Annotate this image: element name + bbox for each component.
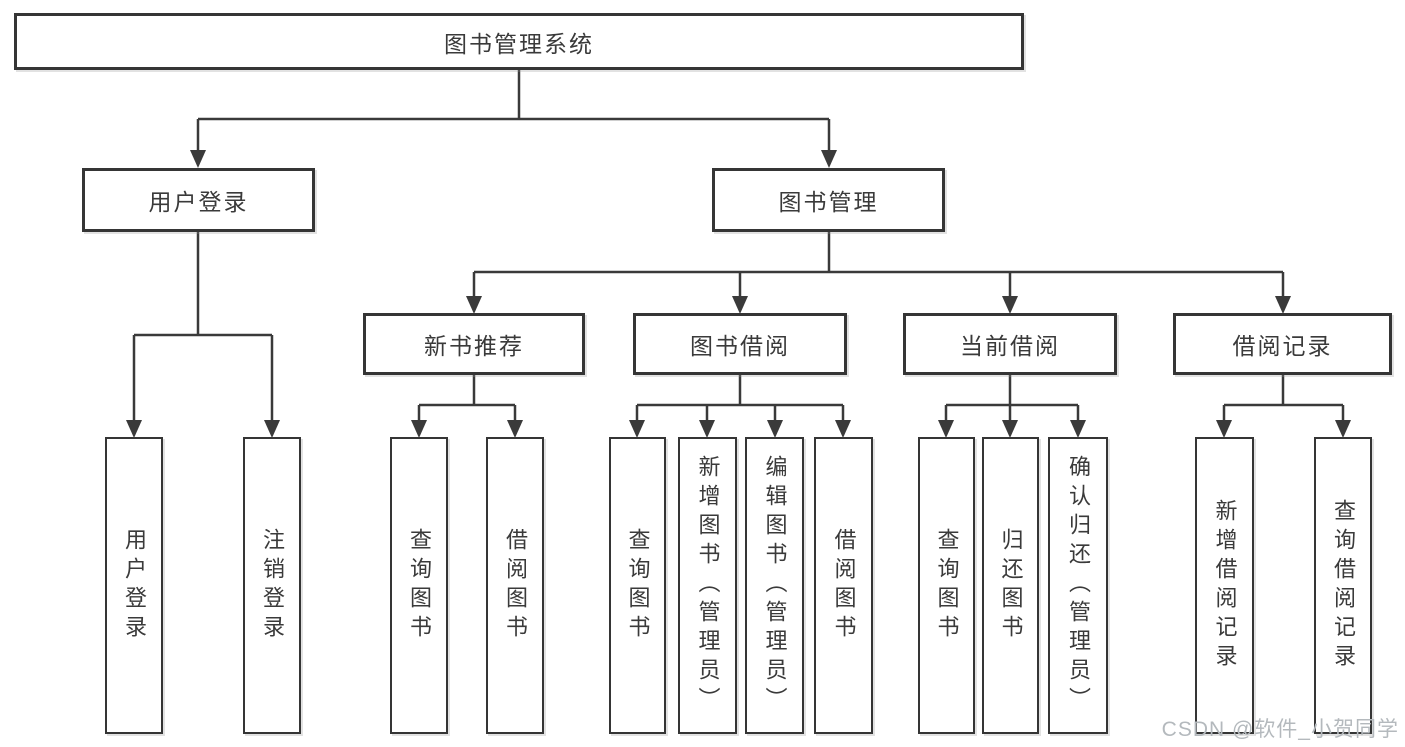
node-user-login: 用户登录	[82, 168, 315, 232]
leaf-confirm-return-admin: 确认归还（管理员）	[1048, 437, 1108, 734]
leaf-user-login-label: 用户登录	[122, 527, 147, 644]
leaf-confirm-return-admin-label: 确认归还（管理员）	[1066, 455, 1091, 716]
node-library-system-label: 图书管理系统	[444, 30, 594, 57]
leaf-query-books-3-label: 查询图书	[934, 527, 960, 644]
leaf-add-borrow-record: 新增借阅记录	[1195, 437, 1254, 734]
leaf-logout: 注销登录	[243, 437, 301, 734]
leaf-borrow-books-1: 借阅图书	[486, 437, 544, 734]
leaf-logout-label: 注销登录	[260, 527, 285, 644]
leaf-query-books-3: 查询图书	[918, 437, 975, 734]
csdn-watermark: CSDN @软件_小贺同学	[1161, 718, 1399, 741]
leaf-user-login: 用户登录	[105, 437, 163, 734]
node-library-system: 图书管理系统	[14, 13, 1024, 70]
node-new-book-recommend-label: 新书推荐	[424, 333, 524, 359]
leaf-query-books-1-label: 查询图书	[407, 527, 432, 644]
leaf-borrow-books-2: 借阅图书	[814, 437, 873, 734]
leaf-edit-book-admin: 编辑图书（管理员）	[745, 437, 804, 734]
leaf-query-books-2: 查询图书	[609, 437, 666, 734]
leaf-add-book-admin-label: 新增图书（管理员）	[695, 455, 721, 716]
node-new-book-recommend: 新书推荐	[363, 313, 585, 375]
leaf-borrow-books-1-label: 借阅图书	[503, 527, 528, 644]
leaf-query-borrow-record-label: 查询借阅记录	[1331, 498, 1356, 673]
leaf-return-books: 归还图书	[982, 437, 1039, 734]
node-book-management: 图书管理	[712, 168, 945, 232]
node-user-login-label: 用户登录	[148, 189, 249, 215]
leaf-add-borrow-record-label: 新增借阅记录	[1212, 498, 1238, 673]
leaf-borrow-books-2-label: 借阅图书	[831, 527, 857, 644]
node-borrowing-records: 借阅记录	[1173, 313, 1392, 375]
node-book-borrowing-label: 图书借阅	[690, 333, 790, 359]
leaf-add-book-admin: 新增图书（管理员）	[678, 437, 737, 734]
leaf-query-books-1: 查询图书	[390, 437, 448, 734]
node-book-borrowing: 图书借阅	[633, 313, 847, 375]
node-current-borrowing-label: 当前借阅	[960, 333, 1060, 359]
node-borrowing-records-label: 借阅记录	[1232, 333, 1333, 359]
leaf-query-books-2-label: 查询图书	[625, 527, 651, 644]
leaf-edit-book-admin-label: 编辑图书（管理员）	[762, 455, 788, 716]
leaf-return-books-label: 归还图书	[998, 527, 1024, 644]
node-current-borrowing: 当前借阅	[903, 313, 1117, 375]
leaf-query-borrow-record: 查询借阅记录	[1314, 437, 1372, 734]
node-book-management-label: 图书管理	[778, 189, 879, 215]
